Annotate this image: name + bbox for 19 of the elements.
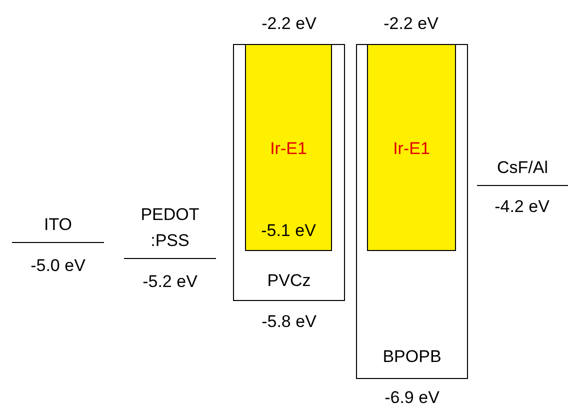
energy-value: -2.2 eV bbox=[262, 14, 316, 34]
energy-value: -5.1 eV bbox=[260, 220, 317, 240]
layer-name: CsF/Al bbox=[497, 157, 548, 179]
dopant-label: Ir-E1 bbox=[392, 138, 431, 158]
energy-value: -4.2 eV bbox=[494, 197, 550, 217]
energy-value: -6.9 eV bbox=[384, 388, 440, 408]
dopant-label: Ir-E1 bbox=[269, 138, 308, 158]
energy-value: -2.2 eV bbox=[384, 14, 438, 34]
layer-name: PVCz bbox=[266, 271, 312, 291]
layer-name: BPOPB bbox=[382, 347, 442, 367]
layer-name: ITO bbox=[44, 214, 72, 236]
layer-name: PEDOT :PSS bbox=[140, 204, 200, 252]
dopant-band bbox=[367, 44, 456, 250]
host-layer-box bbox=[233, 44, 345, 301]
energy-value: -5.0 eV bbox=[30, 256, 86, 276]
dopant-band bbox=[245, 44, 332, 250]
host-layer-box bbox=[356, 44, 468, 379]
energy-value: -5.2 eV bbox=[142, 272, 198, 292]
energy-value: -5.8 eV bbox=[262, 312, 316, 332]
